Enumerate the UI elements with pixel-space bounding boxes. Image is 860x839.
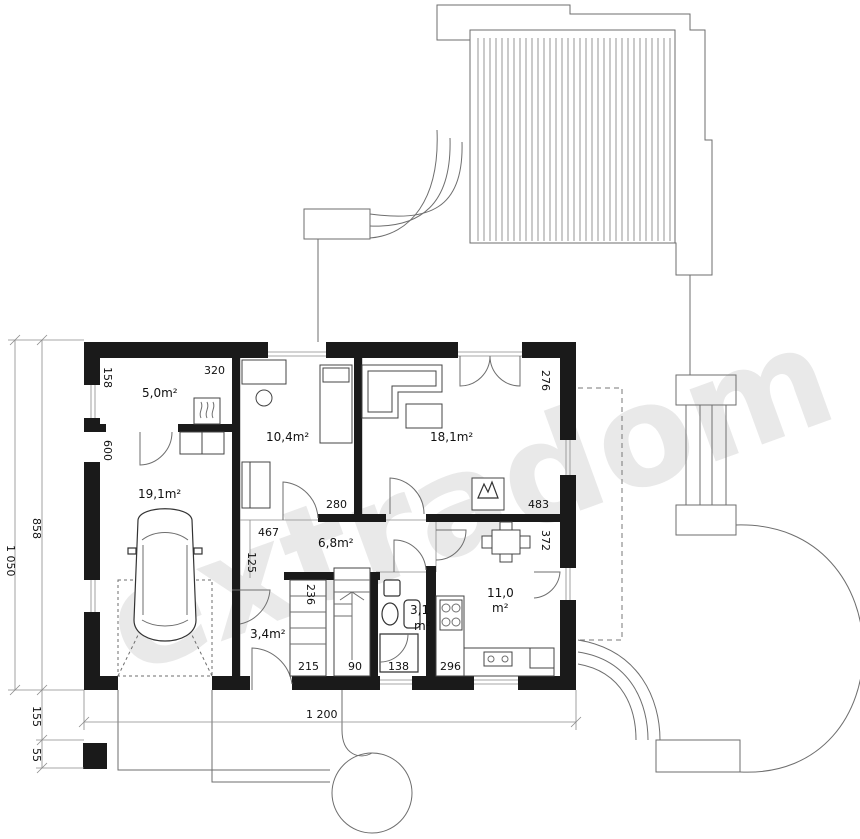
dim-483: 483 bbox=[528, 498, 549, 511]
dim-280: 280 bbox=[326, 498, 347, 511]
chair bbox=[255, 389, 273, 407]
room-area-kitchen-value: 11,0 bbox=[487, 586, 514, 600]
dim-296: 296 bbox=[440, 660, 461, 673]
car-icon bbox=[127, 508, 203, 642]
room-area-boiler: 5,0m² bbox=[142, 386, 178, 400]
room-dimensions: 320 158 600 280 276 483 467 125 372 236 … bbox=[4, 364, 552, 762]
washbasin bbox=[383, 579, 401, 597]
room-area-wc-unit: m² bbox=[414, 619, 431, 633]
dim-outer-55: 55 bbox=[30, 748, 43, 762]
doors bbox=[139, 355, 561, 690]
coffee-table bbox=[405, 403, 443, 429]
dim-372: 372 bbox=[539, 530, 552, 551]
room-area-living: 18,1m² bbox=[430, 430, 473, 444]
dim-total-width: 1 200 bbox=[306, 708, 338, 721]
fireplace-icon bbox=[477, 480, 499, 499]
room-area-garage: 19,1m² bbox=[138, 487, 181, 501]
terrace-decking bbox=[477, 38, 671, 241]
dim-158: 158 bbox=[101, 367, 114, 388]
dim-215: 215 bbox=[298, 660, 319, 673]
dining-table bbox=[491, 529, 521, 555]
dim-236: 236 bbox=[304, 584, 317, 605]
furniture bbox=[117, 359, 555, 677]
room-area-wc-value: 3,1 bbox=[410, 603, 429, 617]
dim-276: 276 bbox=[539, 370, 552, 391]
dim-outer-155: 155 bbox=[30, 706, 43, 727]
walls bbox=[84, 342, 576, 690]
room-area-hall: 6,8m² bbox=[318, 536, 354, 550]
dim-125: 125 bbox=[245, 552, 258, 573]
hob bbox=[439, 599, 463, 631]
room-area-vestibule: 3,4m² bbox=[250, 627, 286, 641]
dim-138: 138 bbox=[388, 660, 409, 673]
stairs bbox=[289, 567, 371, 677]
dim-600: 600 bbox=[101, 440, 114, 461]
shower bbox=[379, 633, 419, 673]
site-outline bbox=[83, 4, 860, 834]
boiler-icon bbox=[199, 401, 215, 419]
room-area-study: 10,4m² bbox=[266, 430, 309, 444]
dim-467: 467 bbox=[258, 526, 279, 539]
dim-total-height: 1 050 bbox=[4, 545, 17, 577]
dimension-lines bbox=[8, 334, 582, 774]
dim-320: 320 bbox=[204, 364, 225, 377]
dim-90: 90 bbox=[348, 660, 362, 673]
room-area-kitchen-unit: m² bbox=[492, 601, 509, 615]
dim-outer-858: 858 bbox=[30, 518, 43, 539]
toilet bbox=[381, 602, 399, 626]
desk bbox=[241, 359, 287, 385]
room-labels: 19,1m² 5,0m² 10,4m² 18,1m² 6,8m² 11,0 m²… bbox=[138, 386, 514, 641]
